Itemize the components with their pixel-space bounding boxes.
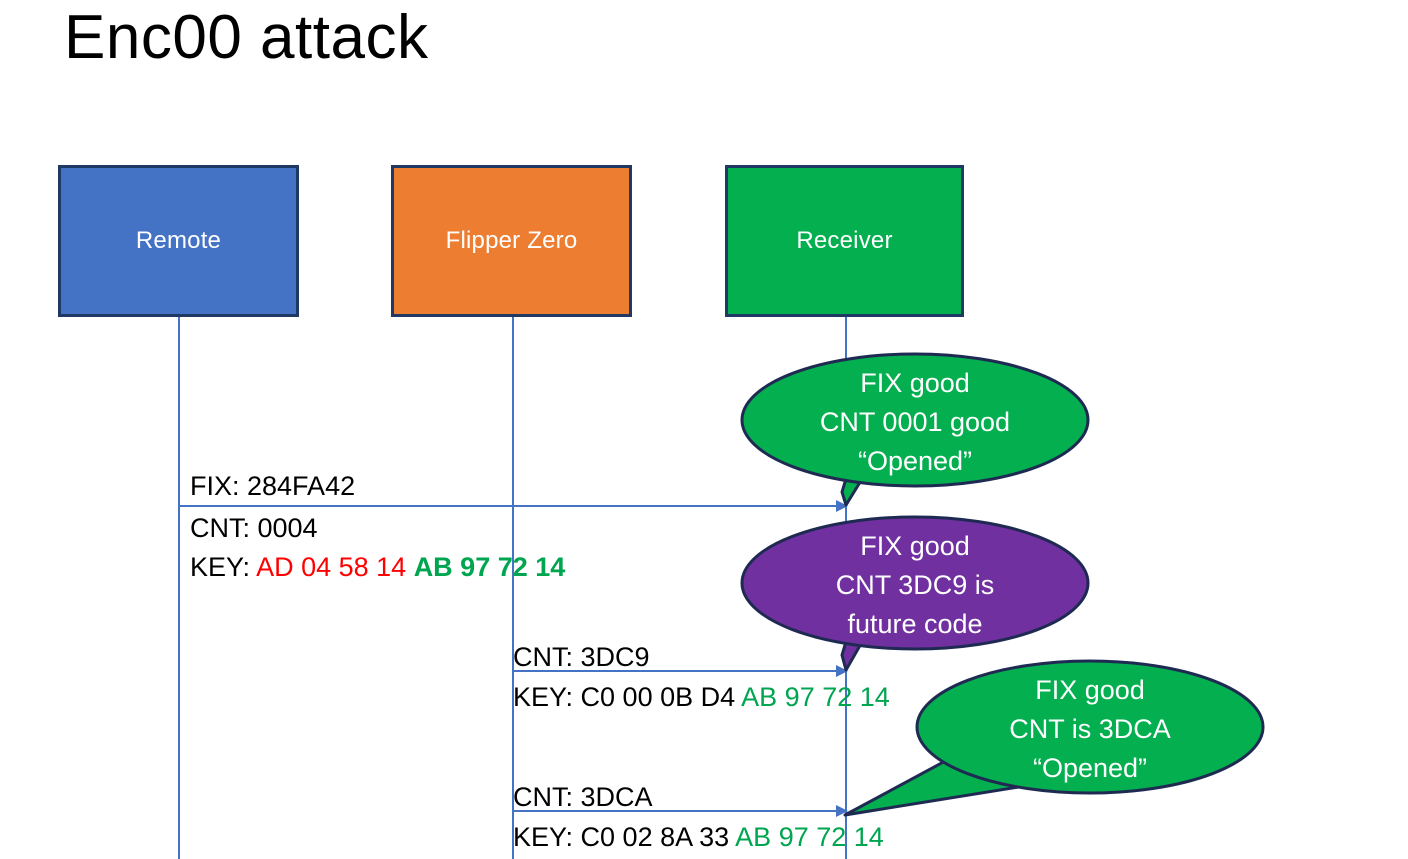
lifeline-remote — [178, 317, 180, 859]
key-bytes-red: AD 04 58 14 — [256, 552, 407, 582]
callout-receiver-response-3: FIX good CNT is 3DCA “Opened” — [843, 655, 1265, 819]
callout-receiver-response-2: FIX good CNT 3DC9 is future code — [740, 511, 1090, 675]
message-2-cnt-label: CNT: 3DC9 — [513, 642, 650, 672]
key-prefix: KEY: C0 00 0B D4 — [513, 682, 742, 712]
actor-box-remote[interactable]: Remote — [58, 165, 299, 317]
key-prefix: KEY: C0 02 8A 33 — [513, 822, 736, 852]
actor-label-receiver: Receiver — [796, 227, 893, 254]
message-2-key-label: KEY: C0 00 0B D4 AB 97 72 14 — [513, 680, 890, 715]
message-3-cnt-label: CNT: 3DCA — [513, 782, 653, 812]
lifeline-flipper-zero — [512, 317, 514, 859]
key-space — [406, 552, 414, 582]
message-1-fix-label: FIX: 284FA42 — [190, 471, 356, 501]
callout-receiver-response-1: FIX good CNT 0001 good “Opened” — [740, 348, 1090, 512]
actor-box-receiver[interactable]: Receiver — [725, 165, 964, 317]
actor-box-flipper-zero[interactable]: Flipper Zero — [391, 165, 632, 317]
actor-label-flipper-zero: Flipper Zero — [445, 227, 578, 254]
callout-shape-2 — [740, 515, 1090, 672]
callout-shape-3 — [843, 659, 1265, 817]
message-1-key-label: KEY: AD 04 58 14 AB 97 72 14 — [190, 550, 565, 585]
key-bytes-green: AB 97 72 14 — [413, 552, 566, 582]
message-3-key-label: KEY: C0 02 8A 33 AB 97 72 14 — [513, 820, 884, 855]
key-bytes-green: AB 97 72 14 — [741, 682, 890, 712]
actor-label-remote: Remote — [135, 227, 222, 254]
page-title: Enc00 attack — [64, 3, 429, 72]
key-bytes-green: AB 97 72 14 — [735, 822, 884, 852]
message-1-cnt-label: CNT: 0004 — [190, 513, 318, 543]
callout-shape-1 — [740, 352, 1090, 507]
key-prefix: KEY: — [190, 552, 257, 582]
